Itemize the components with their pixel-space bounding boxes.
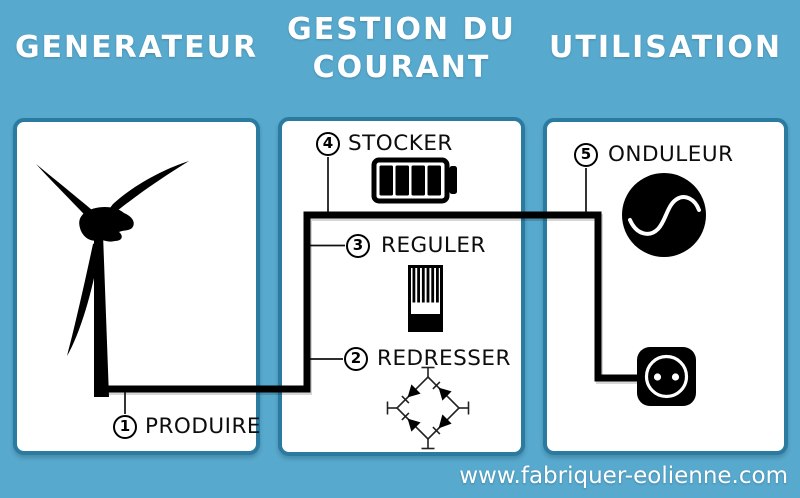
header-gestion-line1: GESTION DU <box>287 12 516 47</box>
header-gestion-du-courant: GESTION DU COURANT <box>278 11 525 87</box>
header-utilisation: UTILISATION <box>549 30 782 65</box>
step-label-redresser: REDRESSER <box>377 346 511 371</box>
step-label-onduleur: ONDULEUR <box>608 142 734 167</box>
step-label-produire: PRODUIRE <box>145 413 261 439</box>
step-circle-4: 4 <box>316 131 340 156</box>
panel-gestion-courant <box>278 117 525 456</box>
step-circle-3: 3 <box>346 233 370 258</box>
panel-generateur <box>13 118 260 455</box>
step-circle-1: 1 <box>113 414 137 439</box>
header-generateur: GENERATEUR <box>14 30 259 65</box>
step-label-reguler: REGULER <box>381 232 486 258</box>
step-circle-5: 5 <box>574 143 598 167</box>
step-circle-2: 2 <box>344 347 368 371</box>
header-gestion-line2: COURANT <box>312 50 491 85</box>
website-url: www.fabriquer-eolienne.com <box>459 463 788 489</box>
step-label-stocker: STOCKER <box>348 130 453 156</box>
